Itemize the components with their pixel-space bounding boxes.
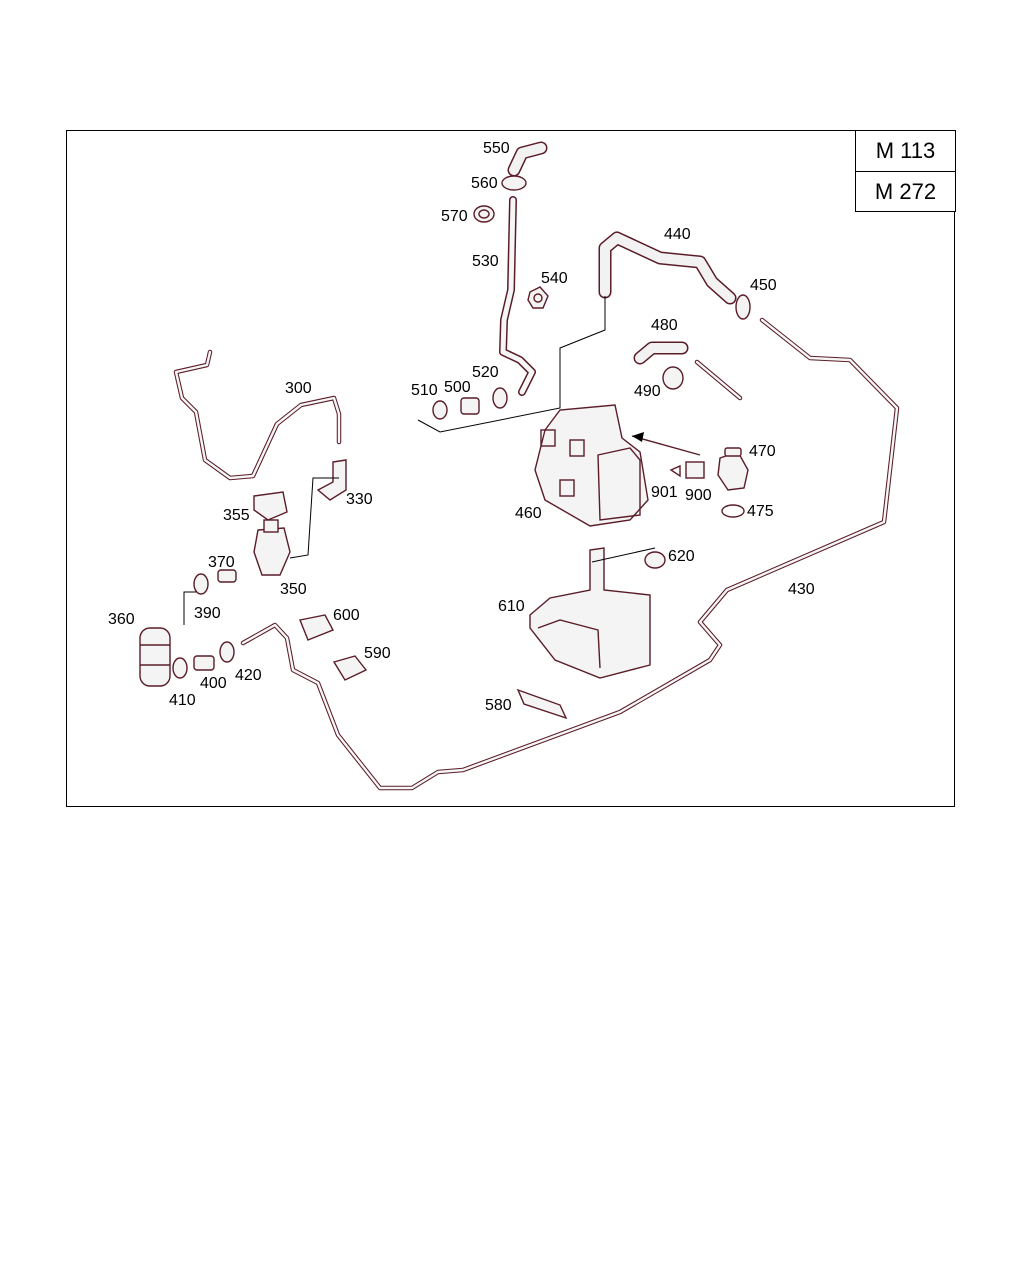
filter-360 — [139, 627, 171, 687]
cap-620 — [644, 551, 666, 569]
label-530: 530 — [472, 253, 499, 270]
label-470: 470 — [749, 443, 776, 460]
valve-470 — [669, 447, 749, 518]
pipe-300 — [173, 349, 342, 481]
pipe-430 — [240, 317, 900, 791]
clip-590 — [332, 655, 368, 681]
label-475: 475 — [747, 503, 774, 520]
leader-360 — [183, 591, 196, 625]
engine-code-m113: M 113 — [875, 138, 936, 163]
label-355: 355 — [223, 507, 250, 524]
label-330: 330 — [346, 491, 373, 508]
label-480: 480 — [651, 317, 678, 334]
label-520: 520 — [472, 364, 499, 381]
label-901: 901 — [651, 484, 678, 501]
clip-580 — [516, 688, 568, 720]
clamp-450 — [735, 294, 751, 320]
engine-code-box: M 113 M 272 — [855, 130, 956, 212]
grommet-570 — [473, 205, 495, 223]
label-450: 450 — [750, 277, 777, 294]
label-300: 300 — [285, 380, 312, 397]
label-370: 370 — [208, 554, 235, 571]
label-900: 900 — [685, 487, 712, 504]
engine-code-m272: M 272 — [856, 171, 955, 212]
label-550: 550 — [483, 140, 510, 157]
sleeve-500 — [460, 397, 480, 415]
arrow-icon — [632, 432, 644, 442]
clamp-510 — [432, 400, 448, 420]
clamp-490 — [662, 366, 684, 390]
diagram-frame — [66, 130, 955, 807]
nut-540 — [527, 286, 549, 309]
clamp-390 — [193, 573, 209, 595]
label-580: 580 — [485, 697, 512, 714]
label-440: 440 — [664, 226, 691, 243]
clamp-560 — [501, 175, 527, 191]
hose-480 — [633, 341, 689, 365]
label-400: 400 — [200, 675, 227, 692]
hose-530 — [499, 141, 548, 396]
clamp-420 — [219, 641, 235, 663]
label-420: 420 — [235, 667, 262, 684]
bracket-outline — [417, 296, 606, 433]
leader-620 — [591, 547, 656, 563]
label-360: 360 — [108, 611, 135, 628]
holder-355 — [253, 491, 288, 521]
label-410: 410 — [169, 692, 196, 709]
clamp-410 — [172, 657, 188, 679]
label-390: 390 — [194, 605, 221, 622]
label-620: 620 — [668, 548, 695, 565]
sleeve-400 — [193, 655, 215, 671]
label-570: 570 — [441, 208, 468, 225]
label-610: 610 — [498, 598, 525, 615]
clip-600 — [299, 614, 334, 641]
clamp-520 — [492, 387, 508, 409]
label-490: 490 — [634, 383, 661, 400]
label-510: 510 — [411, 382, 438, 399]
label-560: 560 — [471, 175, 498, 192]
hose-440 — [598, 231, 737, 305]
label-430: 430 — [788, 581, 815, 598]
pipe-490 — [694, 359, 743, 401]
label-500: 500 — [444, 379, 471, 396]
valve-350 — [253, 519, 291, 576]
label-600: 600 — [333, 607, 360, 624]
label-460: 460 — [515, 505, 542, 522]
canister-460 — [534, 404, 701, 527]
clamp-370 — [217, 569, 237, 583]
leader-330 — [289, 477, 339, 559]
label-540: 540 — [541, 270, 568, 287]
label-350: 350 — [280, 581, 307, 598]
tray-610 — [529, 547, 651, 679]
label-590: 590 — [364, 645, 391, 662]
elbow-330 — [316, 459, 347, 501]
